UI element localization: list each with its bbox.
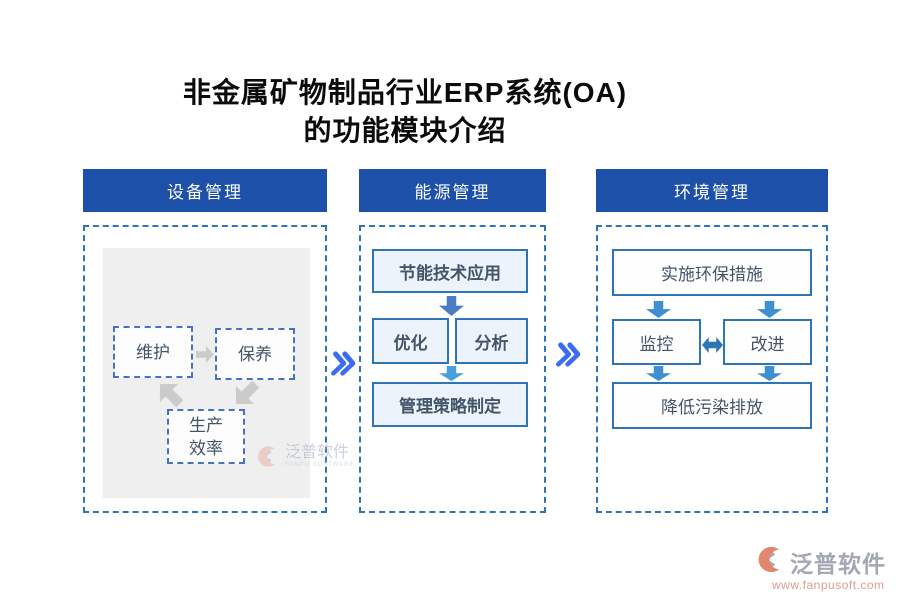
arrow-down-icon (439, 296, 464, 316)
arrow-left-right-icon (702, 337, 723, 353)
flow-box-optimization: 优化 (372, 318, 449, 364)
equipment-panel: 维护 保养 生产 效率 (83, 225, 327, 513)
page-title-line1: 非金属矿物制品行业ERP系统(OA) (182, 77, 628, 108)
page-title: 非金属矿物制品行业ERP系统(OA) 的功能模块介绍 (55, 74, 755, 150)
flow-box-energy-saving-tech: 节能技术应用 (372, 249, 528, 293)
double-chevron-icon (329, 350, 356, 382)
watermark-brand-text: 泛普软件 (790, 551, 886, 577)
flow-box-analysis: 分析 (455, 318, 528, 364)
arrow-down-icon (439, 366, 464, 381)
header-equipment-management: 设备管理 (83, 169, 327, 212)
header-environment-management: 环境管理 (596, 169, 828, 212)
cycle-box-upkeep: 保养 (215, 328, 295, 380)
cycle-box-production-efficiency: 生产 效率 (167, 409, 245, 464)
fanpu-logo-icon (756, 544, 787, 580)
arrow-down-icon (646, 366, 671, 381)
flow-box-strategy-formulation: 管理策略制定 (372, 382, 528, 427)
environment-panel: 实施环保措施 监控 改进 降低污染排放 (596, 225, 828, 513)
cycle-box-maintenance: 维护 (113, 326, 193, 378)
watermark-url-text: www.fanpusoft.com (772, 578, 885, 592)
header-energy-management: 能源管理 (359, 169, 546, 212)
flow-box-reduce-emissions: 降低污染排放 (612, 382, 812, 429)
double-chevron-icon (554, 341, 581, 373)
watermark-brand-text: 泛普软件 (285, 444, 350, 461)
flow-box-monitoring: 监控 (612, 319, 701, 365)
fanpu-logo-icon (256, 444, 281, 474)
watermark-inner: 泛普软件 FANPU SOFTWARE (256, 444, 354, 474)
page-title-line2: 的功能模块介绍 (303, 115, 507, 146)
watermark-corner: 泛普软件 www.fanpusoft.com (756, 544, 886, 592)
flow-box-implement-measures: 实施环保措施 (612, 249, 812, 296)
arrow-down-icon (646, 301, 671, 318)
arrow-down-icon (757, 301, 782, 318)
arrow-down-icon (757, 366, 782, 381)
flow-box-improvement: 改进 (723, 319, 812, 365)
watermark-sub-text: FANPU SOFTWARE (285, 462, 355, 468)
energy-panel: 节能技术应用 优化 分析 管理策略制定 (359, 225, 546, 513)
